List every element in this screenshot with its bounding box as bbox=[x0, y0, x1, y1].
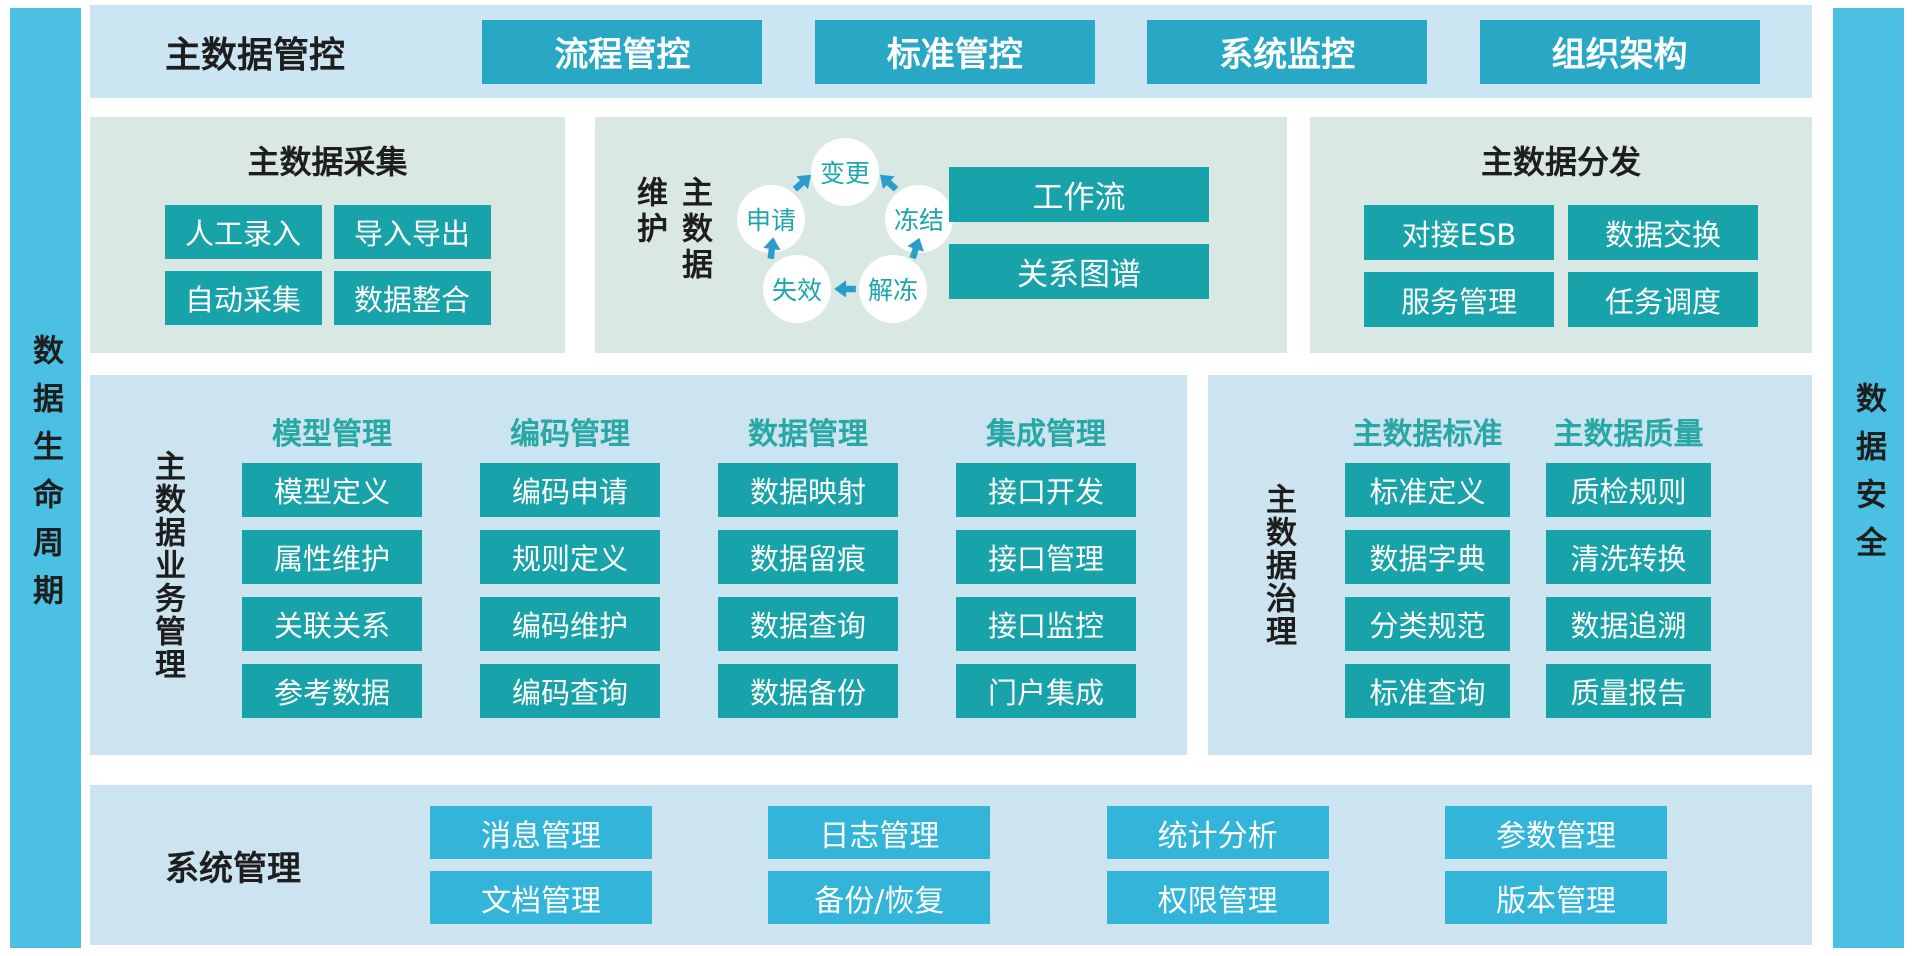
collection-panel: 主数据采集 人工录入 导入导出 自动采集 数据整合 bbox=[90, 117, 565, 353]
collection-buttons: 人工录入 导入导出 自动采集 数据整合 bbox=[90, 205, 565, 325]
feature-button[interactable]: 质量报告 bbox=[1546, 664, 1711, 718]
collection-title: 主数据采集 bbox=[247, 143, 408, 181]
system-group: 统计分析 权限管理 bbox=[1106, 806, 1329, 924]
feature-button[interactable]: 分类规范 bbox=[1345, 597, 1510, 651]
feature-button[interactable]: 数据备份 bbox=[718, 664, 898, 718]
maintenance-title: 主数据维护 bbox=[631, 176, 712, 284]
feature-button[interactable]: 清洗转换 bbox=[1546, 530, 1711, 584]
system-group: 参数管理 版本管理 bbox=[1444, 806, 1667, 924]
column-header: 主数据标准 bbox=[1352, 417, 1503, 452]
feature-button[interactable]: 标准定义 bbox=[1345, 463, 1510, 517]
feature-button[interactable]: 模型定义 bbox=[242, 463, 422, 517]
business-mgmt-panel: 主数据业务管理 模型管理 模型定义 属性维护 关联关系 参考数据 编码管理 编码… bbox=[90, 375, 1187, 755]
governance-title: 主数据治理 bbox=[1260, 482, 1296, 648]
auto-collect-button[interactable]: 自动采集 bbox=[164, 271, 322, 325]
banner-title: 主数据管控 bbox=[165, 34, 346, 76]
feature-button[interactable]: 数据留痕 bbox=[718, 530, 898, 584]
data-security-label: 数据安全 bbox=[1850, 382, 1886, 574]
system-group: 消息管理 文档管理 bbox=[430, 806, 652, 924]
data-mgmt-column: 数据管理 数据映射 数据留痕 数据查询 数据备份 bbox=[718, 409, 898, 755]
cycle-node-change: 变更 bbox=[811, 138, 879, 206]
standard-control-button[interactable]: 标准管控 bbox=[814, 19, 1095, 84]
feature-button[interactable]: 数据字典 bbox=[1345, 530, 1510, 584]
feature-button[interactable]: 规则定义 bbox=[480, 530, 660, 584]
import-export-button[interactable]: 导入导出 bbox=[333, 205, 491, 259]
banner-buttons: 流程管控 标准管控 系统监控 组织架构 bbox=[430, 19, 1812, 84]
feature-button[interactable]: 接口开发 bbox=[956, 463, 1136, 517]
feature-button[interactable]: 编码申请 bbox=[480, 463, 660, 517]
feature-button[interactable]: 关联关系 bbox=[242, 597, 422, 651]
doc-mgmt-button[interactable]: 文档管理 bbox=[430, 871, 652, 924]
distribution-title: 主数据分发 bbox=[1480, 143, 1641, 181]
data-quality-column: 主数据质量 质检规则 清洗转换 数据追溯 质量报告 bbox=[1546, 409, 1711, 755]
feature-button[interactable]: 接口管理 bbox=[956, 530, 1136, 584]
data-security-bar: 数据安全 bbox=[1833, 8, 1904, 948]
task-schedule-button[interactable]: 任务调度 bbox=[1568, 272, 1758, 327]
log-mgmt-button[interactable]: 日志管理 bbox=[768, 806, 991, 859]
feature-button[interactable]: 编码维护 bbox=[480, 597, 660, 651]
distribution-buttons: 对接ESB 数据交换 服务管理 任务调度 bbox=[1310, 205, 1812, 327]
column-header: 数据管理 bbox=[748, 417, 868, 452]
data-merge-button[interactable]: 数据整合 bbox=[333, 271, 491, 325]
process-control-button[interactable]: 流程管控 bbox=[482, 19, 763, 84]
flow-arrow-icon bbox=[785, 164, 822, 201]
flow-arrow-icon bbox=[758, 234, 787, 263]
version-mgmt-button[interactable]: 版本管理 bbox=[1444, 871, 1667, 924]
system-mgmt-title: 系统管理 bbox=[165, 848, 301, 889]
column-header: 模型管理 bbox=[272, 417, 392, 452]
cycle-node-invalidate: 失效 bbox=[763, 255, 831, 323]
feature-button[interactable]: 参考数据 bbox=[242, 664, 422, 718]
manual-entry-button[interactable]: 人工录入 bbox=[164, 205, 322, 259]
system-mgmt-groups: 消息管理 文档管理 日志管理 备份/恢复 统计分析 权限管理 参数管理 版本管理 bbox=[365, 806, 1812, 924]
column-header: 编码管理 bbox=[510, 417, 630, 452]
param-mgmt-button[interactable]: 参数管理 bbox=[1444, 806, 1667, 859]
integration-mgmt-column: 集成管理 接口开发 接口管理 接口监控 门户集成 bbox=[956, 409, 1136, 755]
feature-button[interactable]: 标准查询 bbox=[1345, 664, 1510, 718]
maintenance-panel: 主数据维护 变更 申请 冻结 失效 解冻 工作流 关系图谱 bbox=[595, 117, 1287, 353]
feature-button[interactable]: 门户集成 bbox=[956, 664, 1136, 718]
backup-restore-button[interactable]: 备份/恢复 bbox=[768, 871, 991, 924]
governance-columns: 主数据标准 标准定义 数据字典 分类规范 标准查询 主数据质量 质检规则 清洗转… bbox=[1345, 375, 1711, 755]
coding-mgmt-column: 编码管理 编码申请 规则定义 编码维护 编码查询 bbox=[480, 409, 660, 755]
system-group: 日志管理 备份/恢复 bbox=[768, 806, 991, 924]
data-standard-column: 主数据标准 标准定义 数据字典 分类规范 标准查询 bbox=[1345, 409, 1510, 755]
flow-arrow-icon bbox=[900, 232, 933, 265]
system-mgmt-panel: 系统管理 消息管理 文档管理 日志管理 备份/恢复 统计分析 权限管理 参数管理… bbox=[90, 785, 1812, 945]
model-mgmt-column: 模型管理 模型定义 属性维护 关联关系 参考数据 bbox=[242, 409, 422, 755]
service-mgmt-button[interactable]: 服务管理 bbox=[1364, 272, 1554, 327]
cycle-node-unfreeze: 解冻 bbox=[859, 255, 927, 323]
lifecycle-cycle-diagram: 变更 申请 冻结 失效 解冻 bbox=[723, 133, 973, 338]
feature-button[interactable]: 数据映射 bbox=[718, 463, 898, 517]
distribution-panel: 主数据分发 对接ESB 数据交换 服务管理 任务调度 bbox=[1310, 117, 1812, 353]
feature-button[interactable]: 接口监控 bbox=[956, 597, 1136, 651]
workflow-button[interactable]: 工作流 bbox=[949, 167, 1209, 222]
feature-button[interactable]: 属性维护 bbox=[242, 530, 422, 584]
system-monitor-button[interactable]: 系统监控 bbox=[1147, 19, 1428, 84]
feature-button[interactable]: 数据追溯 bbox=[1546, 597, 1711, 651]
flow-arrow-icon bbox=[870, 164, 907, 201]
flow-arrow-icon bbox=[832, 276, 858, 302]
org-structure-button[interactable]: 组织架构 bbox=[1479, 19, 1760, 84]
maintenance-buttons: 工作流 关系图谱 bbox=[949, 167, 1209, 299]
data-lifecycle-bar: 数据生命周期 bbox=[10, 8, 81, 948]
feature-button[interactable]: 质检规则 bbox=[1546, 463, 1711, 517]
column-header: 集成管理 bbox=[986, 417, 1106, 452]
feature-button[interactable]: 数据查询 bbox=[718, 597, 898, 651]
message-mgmt-button[interactable]: 消息管理 bbox=[430, 806, 652, 859]
governance-panel: 主数据治理 主数据标准 标准定义 数据字典 分类规范 标准查询 主数据质量 质检… bbox=[1208, 375, 1812, 755]
business-columns: 模型管理 模型定义 属性维护 关联关系 参考数据 编码管理 编码申请 规则定义 … bbox=[242, 375, 1136, 755]
governance-banner: 主数据管控 流程管控 标准管控 系统监控 组织架构 bbox=[90, 5, 1812, 98]
data-lifecycle-label: 数据生命周期 bbox=[27, 334, 63, 622]
business-mgmt-title: 主数据业务管理 bbox=[149, 449, 185, 681]
esb-button[interactable]: 对接ESB bbox=[1364, 205, 1554, 260]
data-exchange-button[interactable]: 数据交换 bbox=[1568, 205, 1758, 260]
relation-graph-button[interactable]: 关系图谱 bbox=[949, 244, 1209, 299]
column-header: 主数据质量 bbox=[1553, 417, 1704, 452]
permission-mgmt-button[interactable]: 权限管理 bbox=[1106, 871, 1329, 924]
feature-button[interactable]: 编码查询 bbox=[480, 664, 660, 718]
stats-analysis-button[interactable]: 统计分析 bbox=[1106, 806, 1329, 859]
